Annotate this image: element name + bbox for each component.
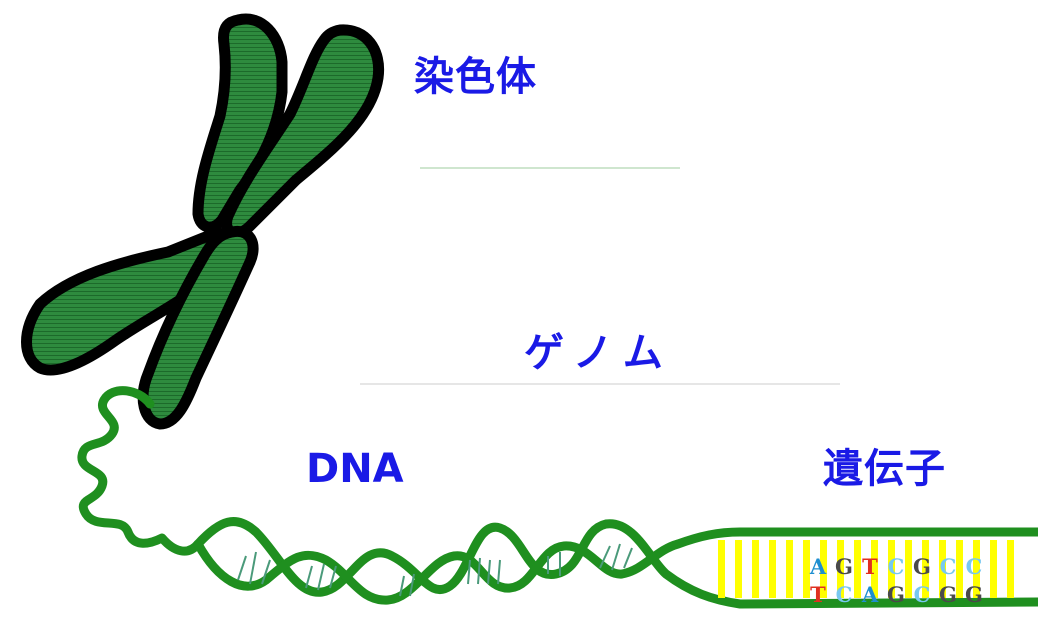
- gene-stripe: [735, 540, 742, 598]
- gene-stripe: [990, 540, 997, 598]
- genome-label: ゲノム: [524, 320, 673, 378]
- base-letter-top: C: [940, 554, 957, 579]
- chromosome: [27, 19, 379, 424]
- base-letter-top: G: [913, 554, 931, 579]
- base-letter-bottom: C: [914, 582, 931, 607]
- gene-stripe: [752, 540, 759, 598]
- gene-stripe: [905, 540, 912, 598]
- helix-rung: [624, 548, 632, 568]
- base-letter-bottom: G: [939, 582, 957, 607]
- base-letter-bottom: A: [861, 582, 879, 607]
- base-letter-top: G: [835, 554, 853, 579]
- gene-stripe: [854, 540, 861, 598]
- base-letter-top: C: [888, 554, 905, 579]
- base-letter-bottom: T: [810, 582, 826, 607]
- helix-rung: [612, 544, 620, 570]
- base-letter-top: T: [862, 554, 878, 579]
- base-letter-bottom: G: [887, 582, 905, 607]
- helix-rung: [238, 556, 246, 580]
- helix-rung: [498, 560, 500, 584]
- base-letter-bottom: C: [836, 582, 853, 607]
- base-letter-top: C: [966, 554, 983, 579]
- helix-rung: [250, 552, 256, 584]
- gene-stripe: [1007, 540, 1014, 598]
- gene-stripe: [956, 540, 963, 598]
- base-letter-bottom: G: [965, 582, 983, 607]
- helix-rung: [306, 566, 312, 588]
- gene-stripe: [769, 540, 776, 598]
- gene-stripe: [786, 540, 793, 598]
- base-letter-top: A: [809, 554, 827, 579]
- chromosome-label: 染色体: [414, 44, 537, 102]
- gene-stripe: [718, 540, 725, 598]
- dna-label: DNA: [306, 446, 404, 492]
- gene-label: 遺伝子: [823, 436, 946, 494]
- helix-rung: [318, 564, 324, 590]
